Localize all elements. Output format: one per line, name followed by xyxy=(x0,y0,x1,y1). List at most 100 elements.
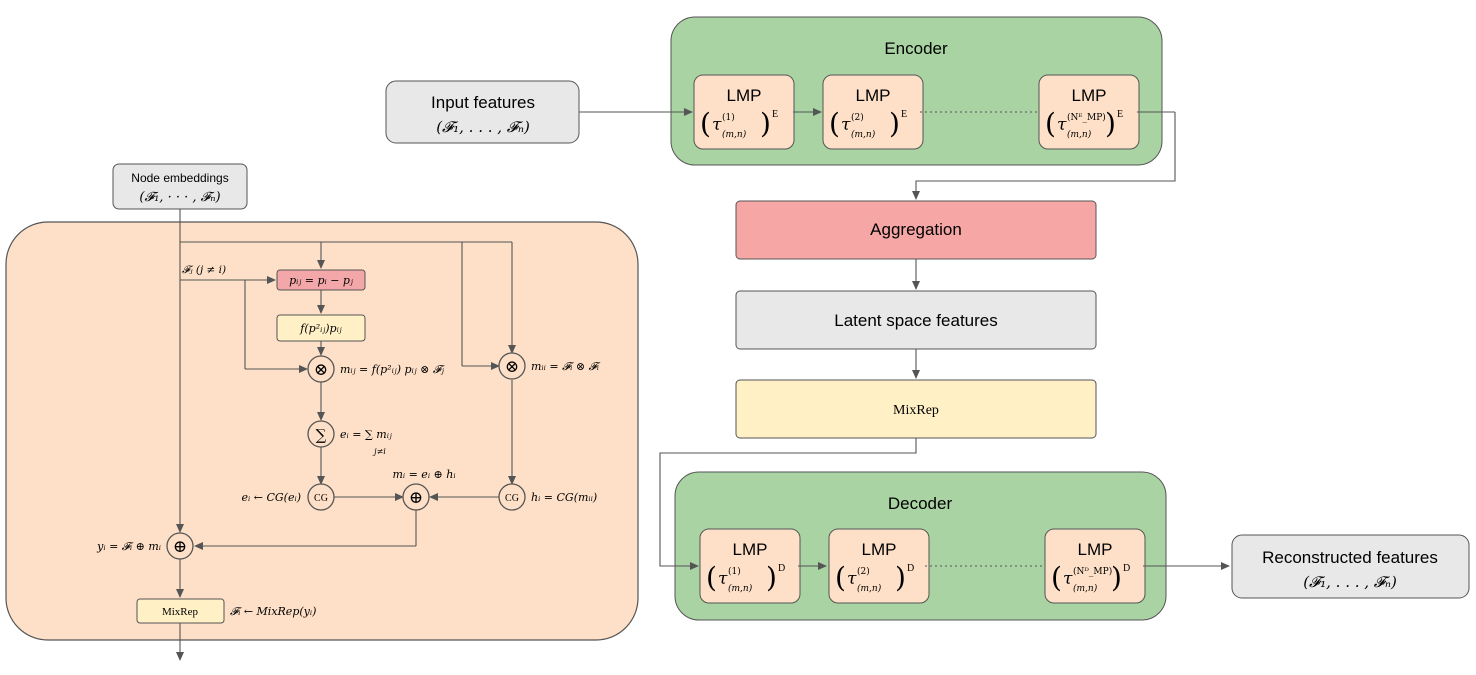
decoder-paren-close: ) xyxy=(895,561,906,594)
decoder-outer-sup: D xyxy=(778,563,785,574)
mi-equation: mᵢ = eᵢ ⊕ hᵢ xyxy=(392,468,455,481)
mij-equation: mᵢⱼ = f(p²ᵢⱼ) pᵢⱼ ⊗ 𝓕ⱼ xyxy=(340,363,445,376)
encoder-lmp-label: LMP xyxy=(856,86,891,105)
decoder-lmp-blocks: LMP(τ(1)(m,n))DLMP(τ(2)(m,n))DLMP(τ(Nᴰ_M… xyxy=(699,528,1146,604)
aggregation-box xyxy=(735,200,1097,260)
encoder-outer-sup: E xyxy=(1117,109,1123,120)
sum-node xyxy=(307,420,335,448)
decoder-lmp-block-2: LMP (τ(2) (m,n))D xyxy=(828,528,930,604)
latent-box xyxy=(735,290,1097,350)
decoder-paren-close: ) xyxy=(1111,561,1122,594)
encoder-tau: τ xyxy=(1057,115,1067,135)
yi-equation: yᵢ = 𝓕ᵢ ⊕ mᵢ xyxy=(96,540,161,553)
reconstructed-title: Reconstructed features xyxy=(1262,548,1438,567)
node-embeddings-box: Node embeddings (𝓕₁, · · · , 𝓕ₙ) xyxy=(112,163,248,210)
sum-symbol: ∑ xyxy=(316,426,327,444)
oplus-y-node xyxy=(166,532,194,560)
decoder-tau: τ xyxy=(847,569,857,589)
encoder-tau: τ xyxy=(712,115,722,135)
decoder-outer-sup: D xyxy=(1123,563,1130,574)
ei-cg-equation: eᵢ ← CG(eᵢ) xyxy=(242,491,301,504)
otimes-right-node xyxy=(498,352,526,380)
encoder-paren-close: ) xyxy=(889,107,900,140)
decoder-tau: τ xyxy=(718,569,728,589)
main-connectors xyxy=(579,108,1230,570)
cg-right-node xyxy=(498,483,526,511)
encoder-paren-open: ( xyxy=(700,107,711,140)
input-features-title: Input features xyxy=(431,93,535,112)
encoder-tau-sub: (m,n) xyxy=(851,129,876,140)
encoder-tau-sub: (m,n) xyxy=(722,129,747,140)
otimes-left-symbol: ⊗ xyxy=(314,360,328,380)
encoder-tau-sup: (2) xyxy=(851,112,864,123)
panel-mixrep-box xyxy=(136,598,225,624)
reconstructed-features-box: Reconstructed features (𝓕₁, . . . , 𝓕ₙ) xyxy=(1231,534,1470,599)
encoder-paren-close: ) xyxy=(1105,107,1116,140)
encoder-tau: τ xyxy=(841,115,851,135)
encoder-paren-open: ( xyxy=(1045,107,1056,140)
encoder-lmp-blocks: LMP(τ(1)(m,n))ELMP(τ(2)(m,n))ELMP(τ(Nᴱ_M… xyxy=(693,74,1140,150)
pij-box xyxy=(276,269,366,291)
decoder-tau-sub: (m,n) xyxy=(857,583,882,594)
mixrep-box xyxy=(735,379,1097,439)
decoder-tau-sub: (m,n) xyxy=(728,583,753,594)
node-embeddings-sub: (𝓕₁, · · · , 𝓕ₙ) xyxy=(139,190,220,205)
decoder-paren-close: ) xyxy=(766,561,777,594)
ei-sum-sub: j≠i xyxy=(372,447,386,456)
cg-left-symbol: CG xyxy=(314,493,328,504)
panel-mixrep-label: MixRep xyxy=(162,606,199,618)
panel-connectors xyxy=(176,209,516,661)
decoder-paren-open: ( xyxy=(706,561,717,594)
otimes-left-node xyxy=(307,355,335,383)
encoder-lmp-block-1: LMP (τ(1) (m,n))E xyxy=(693,74,795,150)
otimes-right-symbol: ⊗ xyxy=(505,357,519,377)
node-embeddings-title: Node embeddings xyxy=(131,171,228,185)
encoder-outer-sup: E xyxy=(901,109,907,120)
ei-equation: eᵢ = ∑ mᵢⱼ xyxy=(340,428,392,441)
f-box xyxy=(276,314,366,342)
encoder-tau-sup: (1) xyxy=(722,112,735,123)
decoder-tau-sub: (m,n) xyxy=(1073,583,1098,594)
fj-label: 𝓕ⱼ (j ≠ i) xyxy=(182,264,226,276)
decoder-title: Decoder xyxy=(888,494,953,513)
decoder-lmp-block-1: LMP (τ(1) (m,n))D xyxy=(699,528,801,604)
encoder-paren-close: ) xyxy=(760,107,771,140)
encoder-tau-sub: (m,n) xyxy=(1067,129,1092,140)
decoder-lmp-label: LMP xyxy=(862,540,897,559)
mixrep-label: MixRep xyxy=(893,403,939,418)
decoder-tau: τ xyxy=(1063,569,1073,589)
fi-update-equation: 𝓕ᵢ ← MixRep(yᵢ) xyxy=(230,605,316,618)
f-label: f(p²ᵢⱼ)pᵢⱼ xyxy=(299,322,341,335)
encoder-tau-sup: (Nᴱ_MP) xyxy=(1067,112,1106,123)
decoder-tau-sup: (Nᴰ_MP) xyxy=(1073,566,1112,577)
encoder-lmp-label: LMP xyxy=(727,86,762,105)
decoder-tau-sup: (2) xyxy=(857,566,870,577)
decoder-lmp-label: LMP xyxy=(733,540,768,559)
oplus-mid-node xyxy=(402,483,430,511)
cg-left-node xyxy=(307,483,335,511)
decoder-lmp-label: LMP xyxy=(1078,540,1113,559)
decoder-lmp-block-3: LMP (τ(Nᴰ_MP) (m,n))D xyxy=(1044,528,1146,604)
decoder-paren-open: ( xyxy=(1051,561,1062,594)
encoder-lmp-label: LMP xyxy=(1072,86,1107,105)
input-features-box: Input features (𝓕₁, . . . , 𝓕ₙ) xyxy=(385,80,580,144)
reconstructed-sub: (𝓕₁, . . . , 𝓕ₙ) xyxy=(1303,573,1397,591)
pij-label: pᵢⱼ = pᵢ − pⱼ xyxy=(289,274,353,287)
hi-cg-equation: hᵢ = CG(mᵢᵢ) xyxy=(531,491,597,504)
latent-label: Latent space features xyxy=(834,311,998,330)
aggregation-label: Aggregation xyxy=(870,220,962,239)
input-features-sub: (𝓕₁, . . . , 𝓕ₙ) xyxy=(436,118,530,136)
cg-right-symbol: CG xyxy=(505,493,519,504)
decoder-outer-sup: D xyxy=(907,563,914,574)
encoder-paren-open: ( xyxy=(829,107,840,140)
encoder-lmp-block-3: LMP (τ(Nᴱ_MP) (m,n))E xyxy=(1038,74,1140,150)
decoder-tau-sup: (1) xyxy=(728,566,741,577)
encoder-title: Encoder xyxy=(884,39,948,58)
oplus-y-symbol: ⊕ xyxy=(173,537,187,557)
encoder-lmp-block-2: LMP (τ(2) (m,n))E xyxy=(822,74,924,150)
encoder-outer-sup: E xyxy=(772,109,778,120)
oplus-mid-symbol: ⊕ xyxy=(409,488,423,508)
mii-equation: mᵢᵢ = 𝓕ᵢ ⊗ 𝓕ᵢ xyxy=(531,360,601,373)
decoder-paren-open: ( xyxy=(835,561,846,594)
